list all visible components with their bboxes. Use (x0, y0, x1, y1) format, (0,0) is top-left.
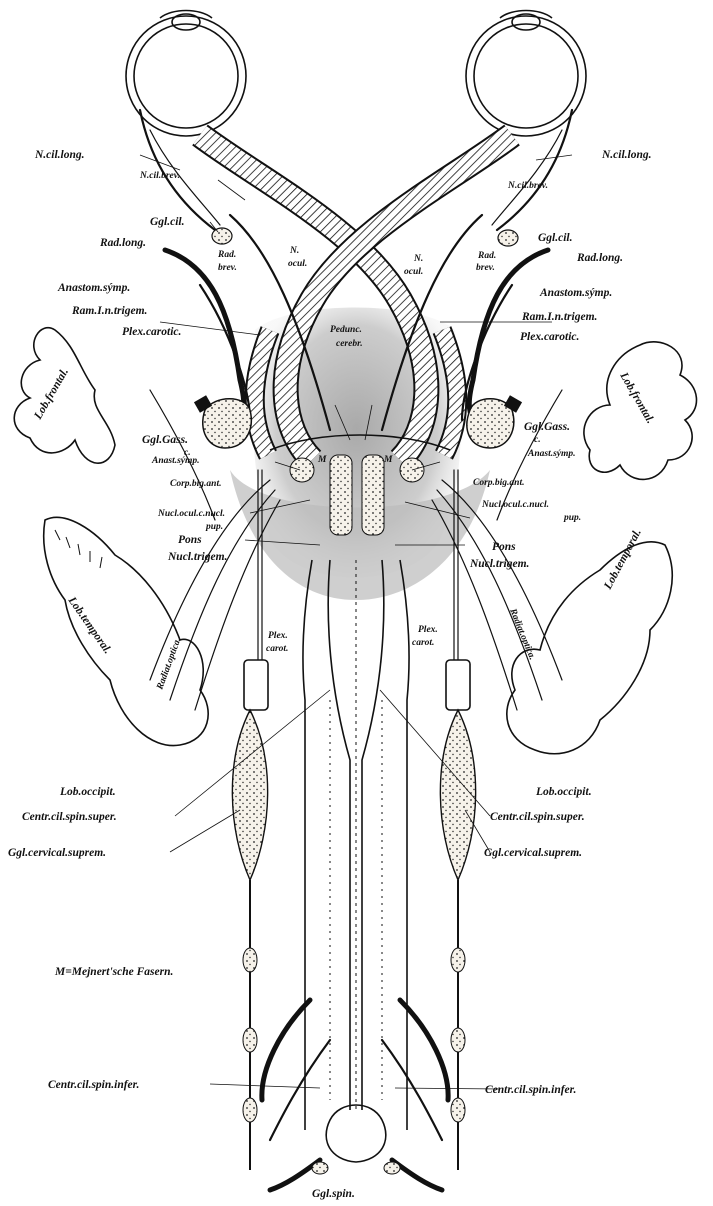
label-lob-occipit-left: Lob.occipit. (59, 786, 116, 798)
label-n-ocul-right: N. (413, 254, 423, 264)
label-meynert: M=Mejnert'sche Fasern. (54, 966, 173, 978)
label-plex-carotic-left: Plex.carotic. (122, 326, 181, 338)
label-rad-brev-right-2: brev. (476, 263, 495, 273)
label-ggl-cerv-right: Ggl.cervical.suprem. (484, 847, 582, 859)
label-anast-symp-left: Anast.sýmp. (151, 456, 200, 466)
label-ggl-gass-right: Ggl.Gass. (524, 421, 570, 433)
label-centr-infer-right: Centr.cil.spin.infer. (485, 1084, 576, 1096)
label-anastom-symp-left: Anastom.sýmp. (57, 282, 130, 294)
label-rad-brev-left: Rad. (217, 250, 236, 260)
label-m-right: M (383, 455, 393, 465)
label-lob-frontal-right: Lob.frontal. (617, 370, 656, 426)
label-ggl-cil-left: Ggl.cil. (150, 216, 185, 228)
label-n-ocul-left: N. (289, 246, 299, 256)
label-rad-brev-right: Rad. (477, 251, 496, 261)
label-nucl-trigem-right: Nucl.trigem. (469, 558, 529, 570)
label-nucl-trigem-left: Nucl.trigem. (167, 551, 227, 563)
label-ggl-gass-right-2: c. (534, 435, 541, 445)
label-corp-big-right: Corp.big.ant. (473, 478, 524, 488)
label-lob-occipit-right: Lob.occipit. (535, 786, 592, 798)
spinal-cord (303, 560, 409, 1162)
label-nucl-ocul-right: Nucl.ocul.c.nucl. (481, 500, 549, 510)
label-m-left: M (317, 455, 327, 465)
leader-lines (140, 155, 572, 1089)
label-radiat-left: Radiat.optica. (155, 637, 183, 692)
label-ggl-cerv-left: Ggl.cervical.suprem. (8, 847, 106, 859)
label-anastom-symp-right: Anastom.sýmp. (539, 287, 612, 299)
label-n-ocul-right-2: ocul. (404, 267, 423, 277)
label-pedunc-2: cerebr. (336, 339, 363, 349)
label-plex-carot-left-2: carot. (266, 644, 288, 654)
label-pons-right: Pons (492, 541, 516, 553)
label-n-cil-long-right: N.cil.long. (601, 149, 652, 161)
label-corp-big-left: Corp.big.ant. (170, 479, 221, 489)
right-lobes (507, 342, 697, 754)
right-eyeball (466, 11, 586, 137)
label-ggl-cil-right: Ggl.cil. (538, 232, 573, 244)
label-n-ocul-left-2: ocul. (288, 259, 307, 269)
left-ciliary-ganglion (212, 228, 232, 244)
label-ram-trigem-right: Ram.I.n.trigem. (521, 311, 597, 323)
label-ggl-spin: Ggl.spin. (312, 1188, 355, 1200)
label-rad-brev-left-2: brev. (218, 263, 237, 273)
label-rad-long-right: Rad.long. (576, 252, 623, 264)
label-nucl-ocul-left: Nucl.ocul.c.nucl. (157, 509, 225, 519)
label-nucl-ocul-right-2: pup. (563, 513, 581, 523)
label-n-cil-brev-left: N.cil.brev. (139, 171, 180, 181)
label-pons-left: Pons (178, 534, 202, 546)
right-ciliary-ganglion (498, 230, 518, 246)
label-plex-carot-right-2: carot. (412, 638, 434, 648)
label-rad-long-left: Rad.long. (99, 237, 146, 249)
label-plex-carot-left: Plex. (268, 631, 288, 641)
label-lob-frontal-left: Lob.frontal. (32, 366, 71, 422)
label-lob-temporal-right: Lob.temporal. (602, 527, 644, 592)
label-anast-symp-right: Anast.sýmp. (527, 449, 576, 459)
label-centr-infer-left: Centr.cil.spin.infer. (48, 1079, 139, 1091)
label-plex-carotic-right: Plex.carotic. (520, 331, 579, 343)
label-ram-trigem-left: Ram.I.n.trigem. (71, 305, 147, 317)
label-n-cil-brev-right: N.cil.brev. (507, 181, 548, 191)
label-plex-carot-right: Plex. (418, 625, 438, 635)
label-centr-super-left: Centr.cil.spin.super. (22, 811, 117, 823)
label-nucl-ocul-left-2: pup. (205, 522, 223, 532)
ciliary-nerves (140, 110, 572, 230)
label-centr-super-right: Centr.cil.spin.super. (490, 811, 585, 823)
label-ggl-gass-left: Ggl.Gass. (142, 434, 188, 446)
label-n-cil-long-left: N.cil.long. (34, 149, 85, 161)
left-eyeball (126, 11, 246, 137)
label-pedunc: Pedunc. (330, 325, 362, 335)
